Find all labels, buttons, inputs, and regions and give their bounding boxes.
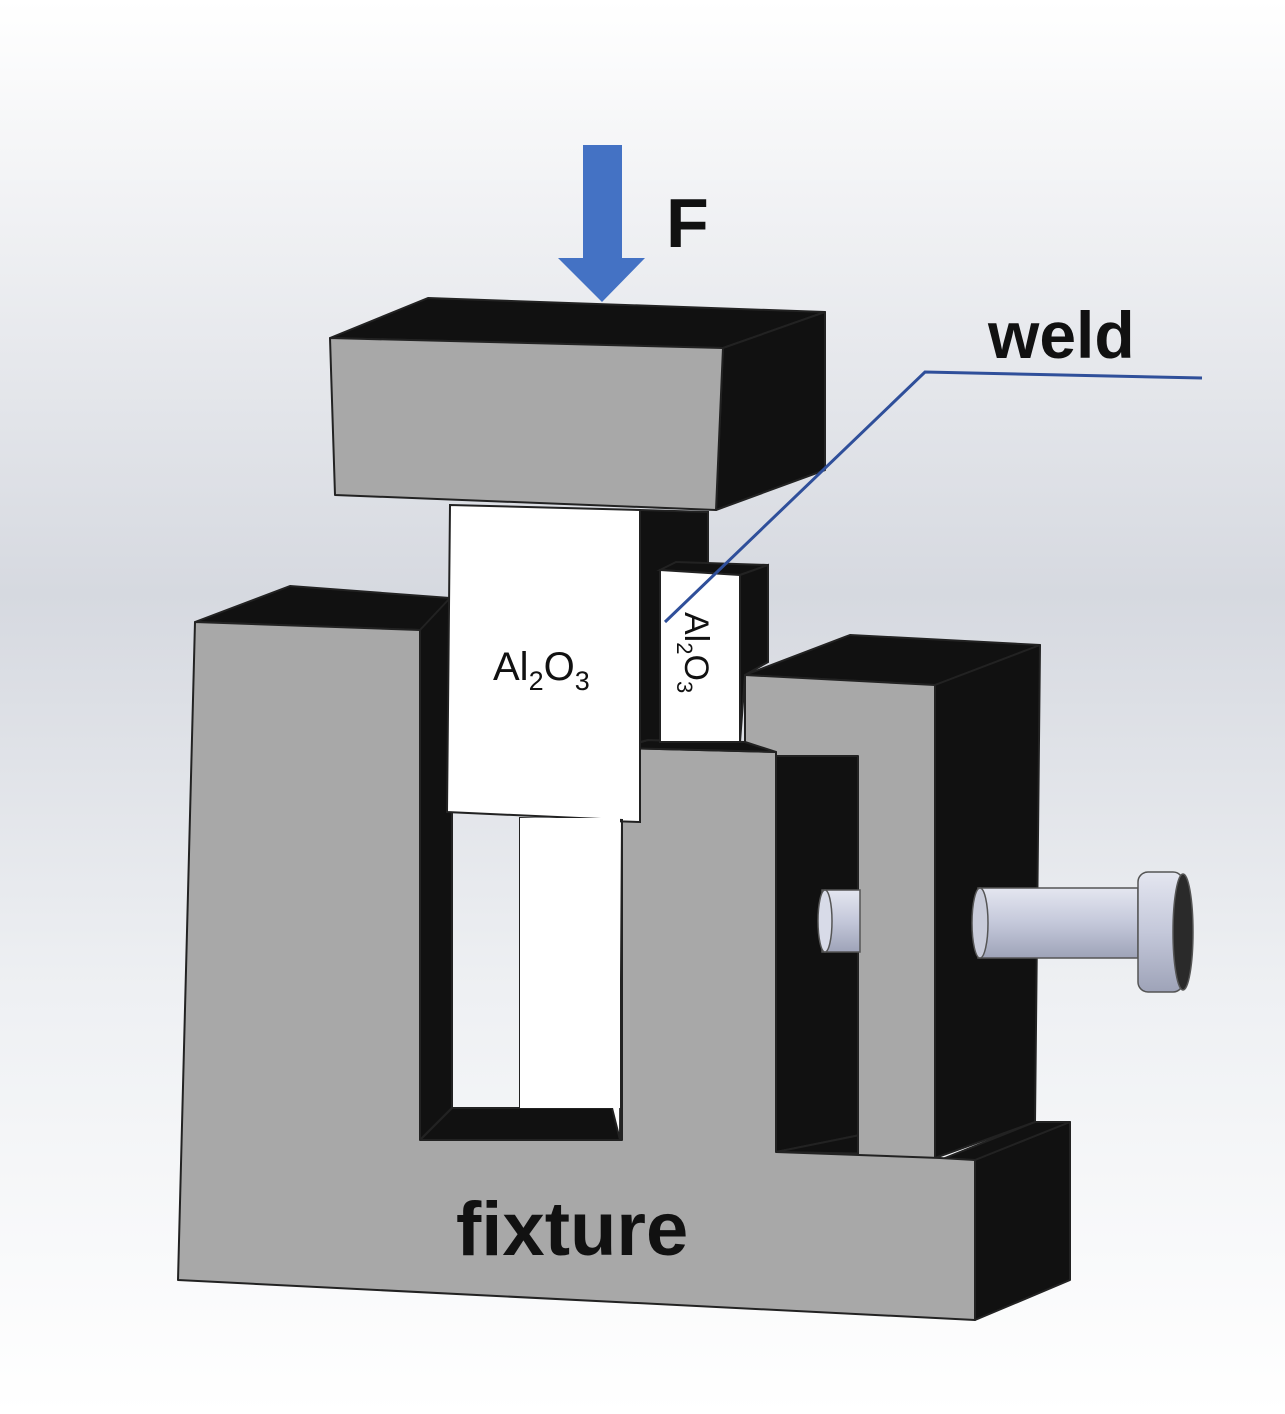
left-cavity-floor [419,1107,621,1141]
specimen-left-cavity-slot [520,818,620,1108]
press-block-front [329,337,724,511]
specimen-right-body [659,568,741,743]
bolt-head-face [1172,873,1194,991]
left-cavity-back [419,597,453,1141]
bolt-outer-shank [977,887,1139,959]
weld-label: weld [987,298,1135,372]
force-arrow [558,145,645,302]
bolt [817,871,1194,993]
fixture-front-face [177,621,976,1321]
specimen-left-label: Al2O3 [493,645,590,696]
bolt-inner-end [817,889,833,953]
force-label: F [666,184,709,262]
press-block [329,297,826,511]
specimen-right-label: Al2O3 [672,612,715,693]
fixture-label: fixture [456,1187,688,1272]
bolt-shank-end [971,887,989,959]
force-arrow-shape [558,145,645,302]
right-cavity-back [775,755,861,1153]
weld-leader-line [663,370,1203,624]
specimen-right: Al2O3 [656,560,769,743]
